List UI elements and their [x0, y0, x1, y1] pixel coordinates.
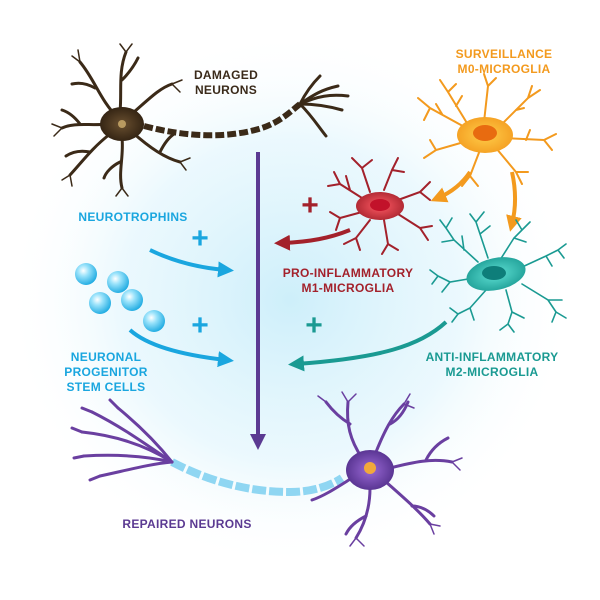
surveillance-label: SURVEILLANCE M0-MICROGLIA — [448, 47, 560, 77]
m0-to-m1-arrow — [430, 170, 472, 203]
repaired-neuron-nucleus — [364, 462, 376, 474]
stem-cell-sphere-icon — [121, 289, 143, 311]
pro-inflammatory-label: PRO-INFLAMMATORY M1-MICROGLIA — [278, 266, 418, 296]
damaged-axon-terminals — [298, 74, 350, 138]
m1-to-center-arrow — [274, 228, 351, 251]
repaired-axon-terminals — [70, 398, 174, 482]
neurotrophins-arrow — [149, 248, 234, 278]
neurotrophins-plus-icon: + — [191, 222, 209, 255]
repaired-neurons-line: REPAIRED NEURONS — [122, 517, 252, 531]
m2-nucleus — [482, 266, 506, 280]
stem-cell-sphere-icon — [75, 263, 97, 285]
neuronal-progenitor-line: NEURONAL — [70, 350, 142, 364]
microglia-red-icon — [327, 157, 433, 255]
stem-cells-plus-icon: + — [191, 309, 209, 342]
damaged-neurons-line: DAMAGED — [193, 68, 259, 82]
stem-cell-cluster — [75, 263, 165, 332]
stem-cell-sphere-icon — [107, 271, 129, 293]
repaired-axon — [170, 458, 345, 497]
m2-to-center-arrow — [288, 320, 448, 372]
m1-nucleus — [370, 199, 390, 211]
microglia-orange-icon — [417, 73, 557, 187]
neurotrophins-label: NEUROTROPHINS — [70, 210, 196, 225]
surveillance-line: M0-MICROGLIA — [457, 62, 551, 76]
m0-to-m2-arrow — [506, 171, 522, 232]
m1-plus-icon: + — [301, 189, 319, 222]
damaged-neurons-line: NEURONS — [194, 83, 258, 97]
pro-inflammatory-line: M1-MICROGLIA — [301, 281, 395, 295]
anti-inflammatory-line: M2-MICROGLIA — [445, 365, 539, 379]
neuronal-progenitor-line: STEM CELLS — [66, 380, 146, 394]
anti-inflammatory-line: ANTI-INFLAMMATORY — [425, 350, 559, 364]
m2-plus-icon: + — [305, 309, 323, 342]
pro-inflammatory-line: PRO-INFLAMMATORY — [282, 266, 414, 280]
neuronal-progenitor-line: PROGENITOR — [64, 365, 148, 379]
surveillance-line: SURVEILLANCE — [455, 47, 553, 61]
anti-inflammatory-label: ANTI-INFLAMMATORY M2-MICROGLIA — [420, 350, 564, 380]
repaired-neurons-label: REPAIRED NEURONS — [108, 517, 266, 532]
neuronal-progenitor-label: NEURONAL PROGENITOR STEM CELLS — [56, 350, 156, 395]
stem-cells-arrow — [128, 328, 234, 368]
stem-cell-sphere-icon — [143, 310, 165, 332]
damaged-neuron-nucleus — [118, 120, 126, 128]
m0-nucleus — [473, 125, 497, 141]
microglia-teal-icon — [429, 211, 567, 333]
damaged-axon — [143, 101, 302, 139]
neurotrophins-line: NEUROTROPHINS — [78, 210, 188, 224]
stem-cell-sphere-icon — [89, 292, 111, 314]
damaged-neurons-label: DAMAGED NEURONS — [182, 68, 270, 98]
